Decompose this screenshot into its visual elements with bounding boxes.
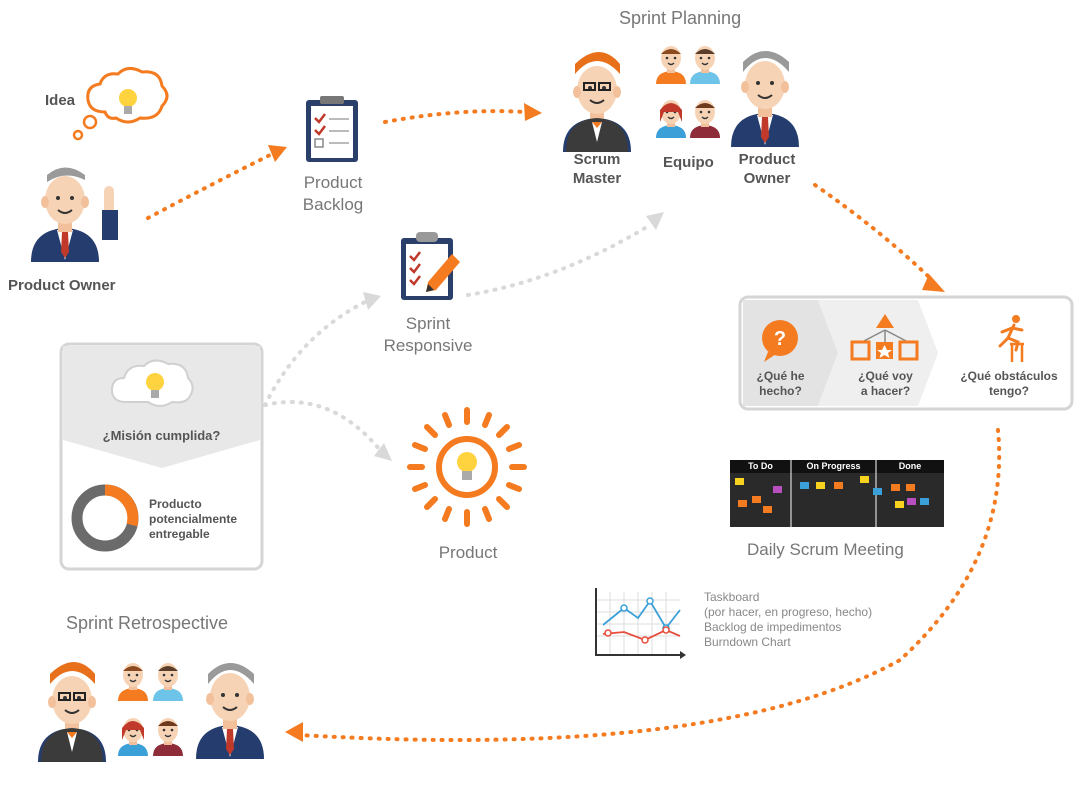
- planning-product-owner-line2: Owner: [743, 170, 791, 187]
- question-obstacles-line1: ¿Qué obstáculos: [960, 369, 1058, 383]
- lightbulb-icon: [457, 452, 477, 480]
- team-figures: [655, 45, 721, 139]
- donut-chart-icon: [71, 484, 139, 552]
- product-owner-figure-planning: [730, 51, 800, 148]
- flow-arrows-grey: [263, 223, 652, 452]
- hierarchy-shapes-icon: [850, 314, 919, 361]
- clipboard-checklist-icon: [306, 96, 358, 162]
- product-backlog-label: Product Backlog: [286, 172, 380, 216]
- deliverable-line1: Producto: [149, 497, 202, 511]
- deliverable-line2: potencialmente: [149, 512, 238, 526]
- question-obstacles-line2: tengo?: [989, 384, 1029, 398]
- mission-panel: [59, 342, 264, 571]
- board-col-todo: To Do: [748, 461, 773, 471]
- product-owner-figure: [30, 167, 118, 263]
- lightbulb-icon: [119, 89, 137, 114]
- sun-lightbulb-icon: [407, 407, 527, 527]
- planning-product-owner-line1: Product: [738, 151, 796, 168]
- question-obstacles-label: ¿Qué obstáculos tengo?: [950, 369, 1068, 399]
- question-todo-line1: ¿Qué voy: [858, 369, 913, 383]
- product-label: Product: [438, 543, 498, 562]
- sprint-responsive-line1: Sprint: [405, 314, 451, 333]
- scrum-master-line2: Master: [572, 170, 622, 187]
- tools-list: Taskboard (por hacer, en progreso, hecho…: [704, 590, 872, 650]
- question-todo-line2: a hacer?: [860, 384, 911, 398]
- sprint-planning-title: Sprint Planning: [619, 8, 742, 28]
- deliverable-label: Producto potencialmente entregable: [149, 497, 237, 542]
- svg-text:?: ?: [774, 328, 786, 350]
- clipboard-pencil-icon: [401, 232, 460, 300]
- scrum-master-line1: Scrum: [573, 151, 621, 168]
- product-owner-label: Product Owner: [8, 277, 116, 294]
- arrowheads-orange: [268, 103, 945, 742]
- sprint-responsive-line2: Responsive: [383, 336, 473, 355]
- question-done-line1: ¿Qué he: [756, 369, 805, 383]
- question-todo-label: ¿Qué voy a hacer?: [838, 369, 933, 399]
- tools-impediments: Backlog de impedimentos: [704, 620, 842, 634]
- retro-product-owner-figure: [195, 663, 265, 760]
- lightbulb-icon: [146, 373, 164, 398]
- tools-taskboard: Taskboard: [704, 590, 760, 604]
- runner-hurdle-icon: [998, 315, 1024, 362]
- flow-arrows-orange: [146, 109, 1002, 742]
- deliverable-line3: entregable: [149, 527, 210, 541]
- sprint-responsive-label: Sprint Responsive: [370, 313, 486, 357]
- taskboard-illustration: [730, 460, 944, 527]
- tools-burndown: Burndown Chart: [704, 635, 791, 649]
- question-done-label: ¿Qué he hecho?: [743, 369, 818, 399]
- product-backlog-line1: Product: [303, 173, 363, 192]
- product-backlog-line2: Backlog: [302, 195, 364, 214]
- retro-scrum-master-figure: [37, 662, 107, 763]
- thought-bubble-icon: [72, 67, 169, 141]
- team-label: Equipo: [663, 154, 714, 171]
- question-done-line2: hecho?: [759, 384, 802, 398]
- scrum-master-label: Scrum Master: [557, 150, 637, 188]
- planning-product-owner-label: Product Owner: [727, 150, 807, 188]
- idea-label: Idea: [45, 92, 76, 109]
- mission-question: ¿Misión cumplida?: [102, 428, 221, 443]
- question-bubble-icon: ?: [762, 320, 798, 362]
- retro-team-figures: [117, 662, 184, 757]
- board-col-progress: On Progress: [806, 461, 861, 471]
- scrum-master-figure: [562, 52, 632, 153]
- tools-taskboard-detail: (por hacer, en progreso, hecho): [704, 605, 873, 619]
- sprint-retrospective-title: Sprint Retrospective: [66, 613, 229, 633]
- line-chart-icon: [595, 588, 686, 659]
- daily-scrum-title: Daily Scrum Meeting: [747, 540, 904, 559]
- board-col-done: Done: [898, 461, 922, 471]
